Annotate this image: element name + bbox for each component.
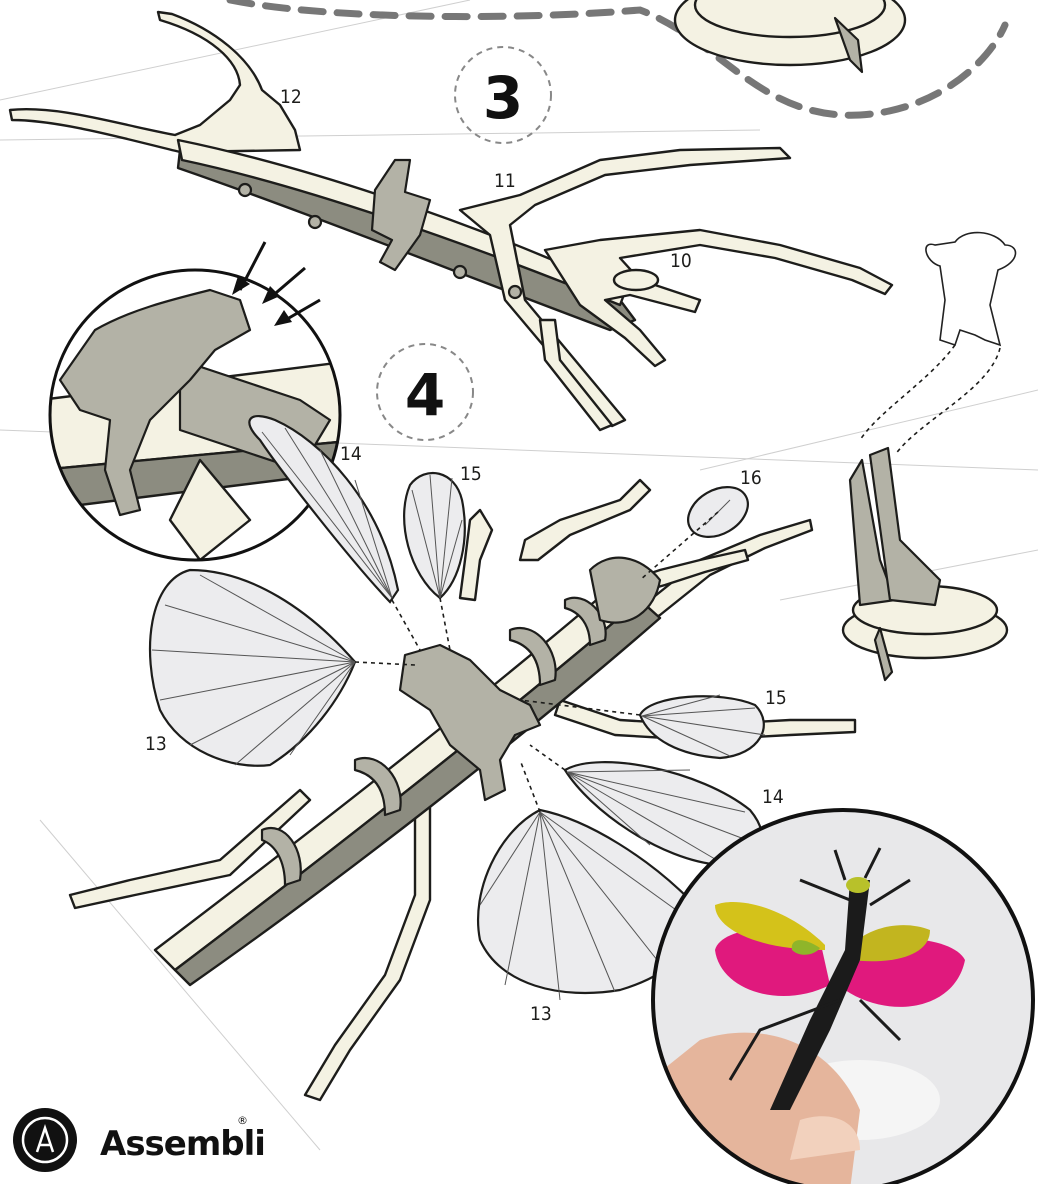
part-number-13-right: 13 [530,1003,552,1025]
stand-top [675,0,905,72]
step-3-badge: 3 [455,47,551,143]
step-3-label: 3 [483,64,523,132]
part-number-11: 11 [494,170,516,192]
part-number-12: 12 [280,86,302,108]
stand-base [843,448,1007,680]
wing-15-right [640,695,765,758]
part-number-14-right: 14 [762,786,784,808]
detail-zoom-circle [40,260,360,580]
wing-15-left [404,473,465,598]
part-number-14-left: 14 [340,443,362,465]
brand-registered-mark: ® [237,1114,248,1127]
assembli-logo-icon [13,1108,77,1172]
part-number-15-left: 15 [460,463,482,485]
brand-name: Assembli [100,1124,265,1164]
part-number-15-right: 15 [765,687,787,709]
step-4-badge: 4 [377,344,473,440]
part-number-10: 10 [670,250,692,272]
wing-13-left [150,570,355,766]
stand-top-piece [860,233,1015,455]
finished-model-photo [650,810,1038,1184]
step-4-label: 4 [405,361,445,429]
part-number-13-left: 13 [145,733,167,755]
assembli-logo: Assembli ® [13,1108,265,1172]
part-number-16: 16 [740,467,762,489]
